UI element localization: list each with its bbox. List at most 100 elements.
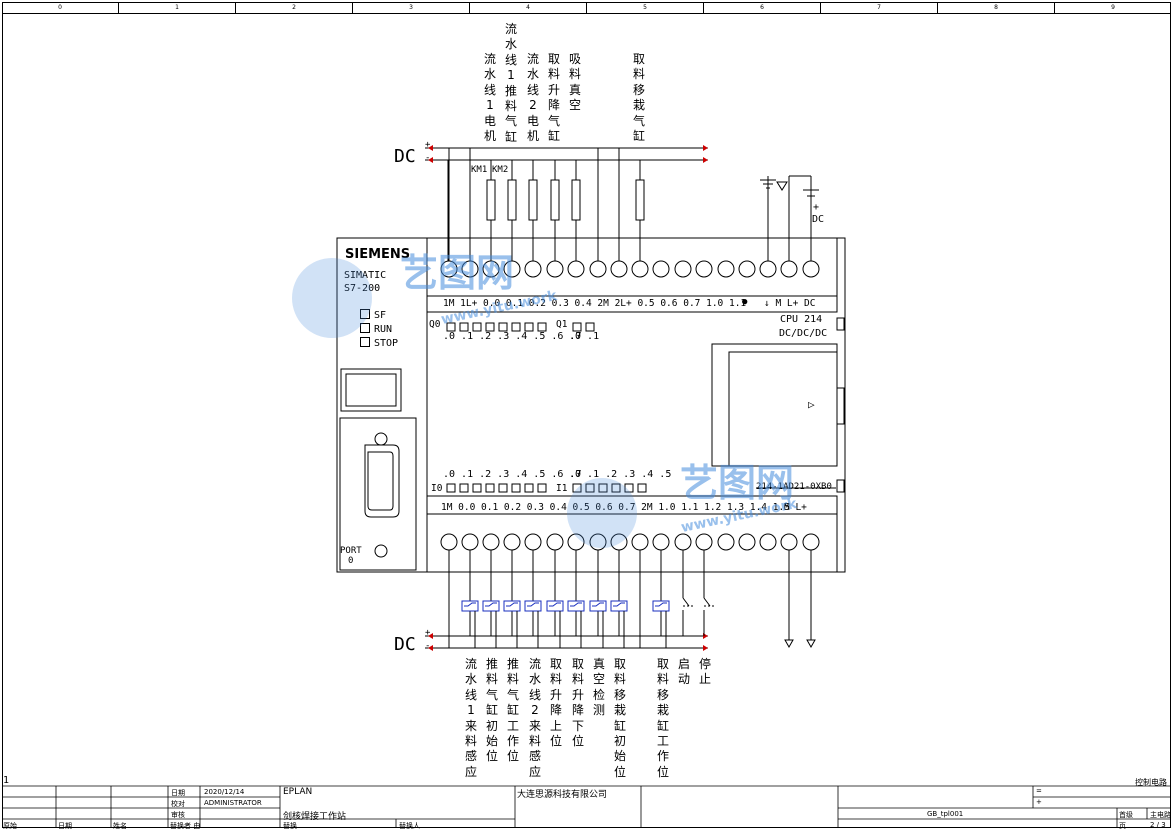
output-led — [498, 322, 508, 332]
output-label: 流 水 线 1 推 料 气 缸 — [504, 22, 517, 144]
input-led — [524, 483, 534, 493]
top-right-terminals: ↓ M L+ DC — [764, 298, 816, 309]
cartridge-arrow-icon: ▷ — [808, 398, 815, 411]
input-label: 推 料 气 缸 工 作 位 — [506, 657, 519, 764]
supply-arrow-icon — [428, 633, 433, 639]
ground-arrow-icon — [806, 639, 816, 649]
input-led — [459, 483, 469, 493]
output-label: 取 料 移 栽 气 缸 — [632, 52, 645, 144]
plc-left-panel — [336, 237, 428, 573]
ruler-col-8: 8 — [938, 2, 1055, 13]
top-terminal — [695, 260, 713, 278]
plc-order-no: 214-1AD21-0XB0 — [756, 482, 832, 492]
project: 剑核焊接工作站 — [283, 812, 347, 822]
pushbutton-icon — [703, 597, 711, 636]
km1-label: KM1 — [471, 165, 488, 175]
status-led-run: RUN — [360, 323, 392, 335]
ruler-col-9: 9 — [1111, 4, 1115, 11]
dc-right-label: DC — [812, 214, 825, 225]
plc-variant: DC/DC/DC — [779, 328, 828, 339]
q1-label: Q1 — [556, 319, 568, 330]
watermark-logo-icon-2 — [567, 478, 637, 548]
proximity-sensor-icon — [461, 600, 479, 612]
i0-label: I0 — [431, 483, 443, 494]
ruler-col-0: 0 — [2, 2, 119, 13]
software: EPLAN — [283, 787, 313, 797]
plus-top: + — [425, 140, 431, 150]
top-terminal — [652, 260, 670, 278]
ruler-col-4: 4 — [470, 2, 587, 13]
review-label: 审核 — [171, 811, 185, 819]
first-label: 原始 — [3, 822, 17, 830]
supply-arrow-icon — [428, 145, 433, 151]
plc-cpu: CPU 214 — [780, 314, 823, 325]
output-label: 吸 料 真 空 — [568, 52, 581, 113]
output-led — [524, 322, 534, 332]
page-title: 控制电路 — [1135, 778, 1167, 787]
minus-top: - — [425, 153, 431, 163]
plc-battery-slot — [340, 368, 402, 412]
q0-label: Q0 — [429, 319, 441, 330]
minus-bottom: - — [425, 641, 431, 651]
watermark-logo-icon — [292, 258, 372, 338]
field-2: + — [1036, 798, 1042, 806]
ruler-col-1: 1 — [119, 2, 236, 13]
i1-bits: .0 .1 .2 .3 .4 .5 — [569, 469, 672, 480]
replace-label: 替换者 由 — [170, 822, 201, 830]
editor-value: ADMINISTRATOR — [204, 799, 262, 807]
input-led — [511, 483, 521, 493]
input-led — [498, 483, 508, 493]
dc-top-label: DC — [394, 146, 416, 167]
bottom-right-terminals: M L+ — [784, 502, 807, 513]
output-label: 流 水 线 2 电 机 — [526, 52, 539, 144]
plc-port-number: 0 — [348, 556, 354, 566]
plot-ref: GB_tpl001 — [927, 810, 964, 818]
status-led-stop: STOP — [360, 337, 398, 349]
input-label: 取 料 移 栽 缸 初 始 位 — [613, 657, 626, 779]
bottom-terminal — [717, 533, 735, 551]
replaced-by-label: 替换人 — [399, 822, 420, 830]
proximity-sensor-icon — [482, 600, 500, 612]
plc-port-label: PORT — [340, 546, 362, 556]
input-led — [472, 483, 482, 493]
sheet-index: 1 — [3, 775, 10, 786]
plc-bottom-terminal-strip — [426, 513, 838, 573]
input-led — [624, 483, 634, 493]
ruler-col-6: 6 — [704, 2, 821, 13]
supply-arrow-icon — [703, 645, 708, 651]
input-label: 停 止 — [698, 657, 711, 687]
input-label: 取 料 升 降 下 位 — [571, 657, 584, 749]
km2-label: KM2 — [492, 165, 509, 175]
func-label: 首级 — [1119, 811, 1133, 819]
top-dot: ● — [742, 297, 748, 307]
dc-bottom-label: DC — [394, 634, 416, 655]
output-led — [537, 322, 547, 332]
plc-port-housing — [339, 417, 417, 571]
bottom-terminal-labels: 1M 0.0 0.1 0.2 0.3 0.4 0.5 0.6 0.7 2M 1.… — [441, 502, 790, 513]
ruler-col-2: 2 — [236, 2, 353, 13]
replaced-label: 替换 — [283, 822, 297, 830]
proximity-sensor-icon — [610, 600, 628, 612]
proximity-sensor-icon — [546, 600, 564, 612]
watermark-text: 艺图网 — [400, 251, 515, 295]
top-terminal — [717, 260, 735, 278]
ruler-col-5: 5 — [587, 2, 704, 13]
input-led — [637, 483, 647, 493]
led-label: SF — [374, 310, 387, 321]
bottom-terminal — [759, 533, 777, 551]
dc-right-plus: + — [813, 202, 820, 213]
top-terminal — [674, 260, 692, 278]
plc-model: S7-200 — [344, 283, 381, 294]
led-label: RUN — [374, 324, 393, 335]
bottom-terminal — [738, 533, 756, 551]
supply-arrow-icon — [428, 645, 433, 651]
name-label: 姓名 — [113, 822, 127, 830]
output-led — [472, 322, 482, 332]
output-label: 取 料 升 降 气 缸 — [547, 52, 560, 144]
output-led — [485, 322, 495, 332]
q1-bits: .0 .1 — [569, 331, 600, 342]
field-1: = — [1036, 787, 1042, 795]
